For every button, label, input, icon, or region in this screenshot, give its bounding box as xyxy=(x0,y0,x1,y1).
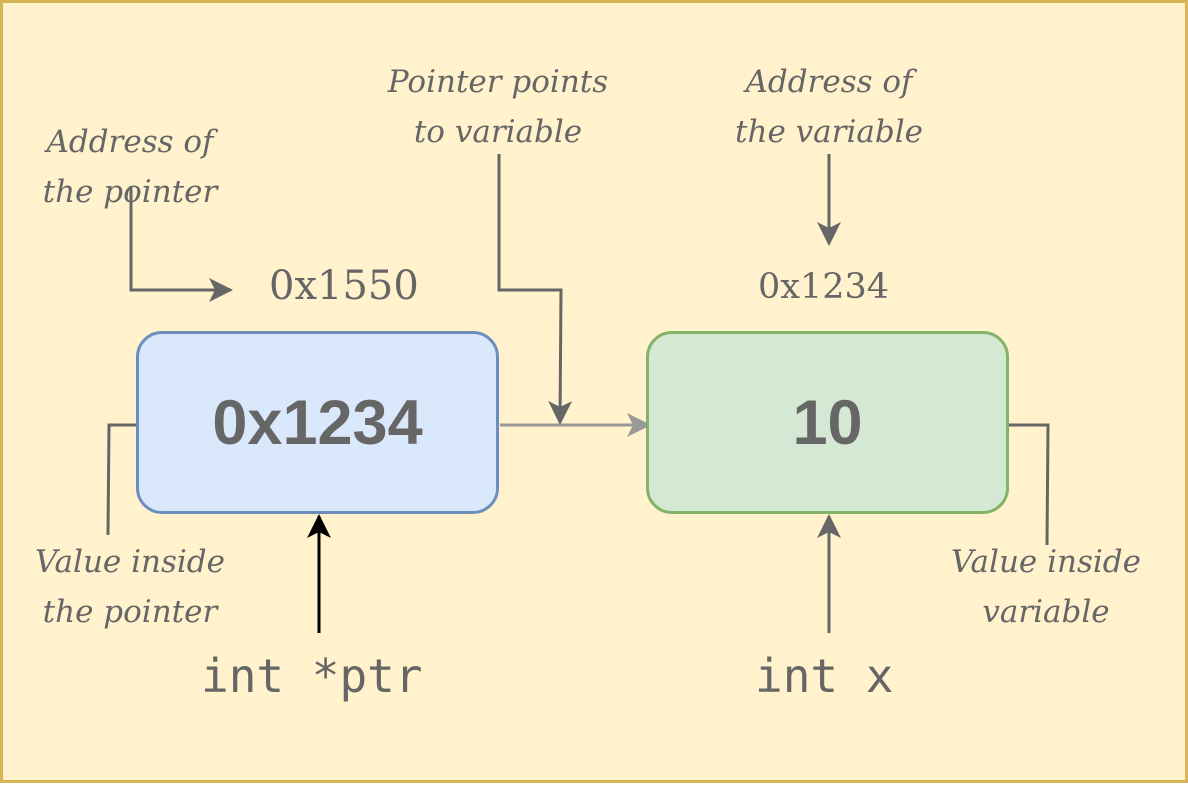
note-line: Pointer points xyxy=(387,64,609,100)
pointer-points-arrow xyxy=(497,154,573,425)
variable-declaration: int x xyxy=(755,649,894,703)
variable-address: 0x1234 xyxy=(758,267,890,307)
note-line: Value inside xyxy=(951,544,1141,580)
note-line: to variable xyxy=(413,114,583,150)
note-line: variable xyxy=(982,594,1110,630)
note-line: the pointer xyxy=(42,594,218,630)
variable-box-value: 10 xyxy=(792,387,863,458)
pointer-box: 0x1234 xyxy=(136,331,499,514)
pointer-address-note: Address of the pointer xyxy=(3,117,257,217)
pointer-box-value: 0x1234 xyxy=(212,387,423,458)
pointer-address: 0x1550 xyxy=(269,263,419,309)
pointer-address-arrow xyxy=(129,186,233,302)
pointer-declaration: int *ptr xyxy=(201,649,423,703)
pointer-points-note: Pointer points to variable xyxy=(348,57,648,157)
connector-layer xyxy=(106,154,1050,633)
variable-value-note: Value inside variable xyxy=(921,537,1171,637)
note-line: the pointer xyxy=(42,174,218,210)
note-line: Value inside xyxy=(35,544,225,580)
pointer-value-note: Value inside the pointer xyxy=(3,537,257,637)
note-line: Address of xyxy=(46,124,214,160)
variable-box: 10 xyxy=(646,331,1009,514)
note-line: Address of xyxy=(745,64,913,100)
note-line: the variable xyxy=(735,114,923,150)
variable-address-note: Address of the variable xyxy=(699,57,959,157)
